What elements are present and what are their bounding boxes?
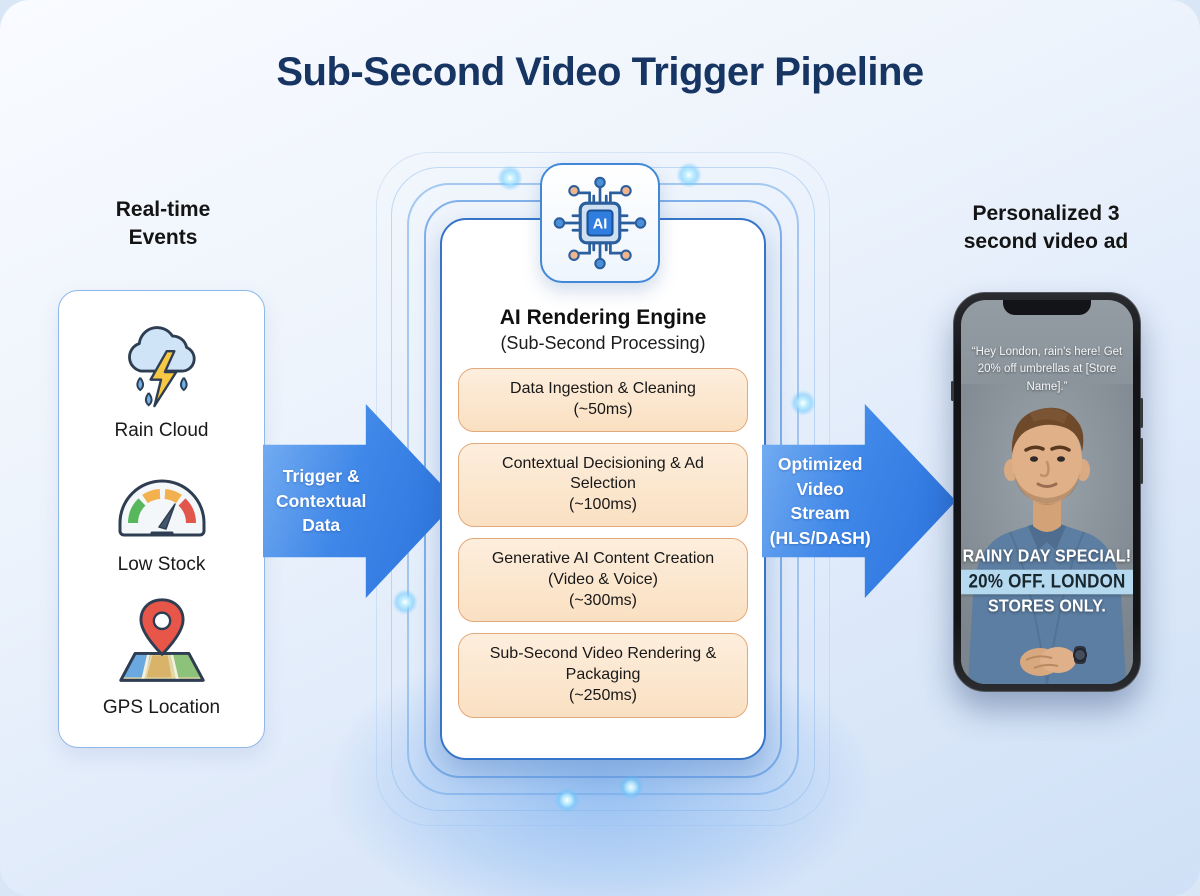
stage-latency: (~100ms) [568, 496, 638, 514]
ai-chip-icon: AI [540, 163, 660, 283]
video-stream-arrow-label: Optimized Video Stream (HLS/DASH) [769, 454, 871, 548]
engine-subtitle: (Sub-Second Processing) [500, 333, 706, 353]
sparkle-dot [392, 589, 418, 615]
banner-line-3: STORES ONLY. [988, 596, 1106, 616]
stage-latency: (~300ms) [568, 591, 638, 609]
phone-side-button [951, 381, 954, 401]
spokesperson-image [961, 384, 1133, 684]
event-rain-cloud: Rain Cloud [114, 319, 210, 442]
event-low-stock: Low Stock [112, 461, 212, 576]
rain-cloud-icon [114, 319, 210, 414]
ad-quote-text: “Hey London, rain's here! Get 20% off um… [971, 346, 1123, 393]
event-label: GPS Location [102, 696, 221, 718]
personalized-ad-heading: Personalized 3 second video ad [963, 202, 1129, 254]
video-stream-arrow: Optimized Video Stream (HLS/DASH) [762, 404, 956, 598]
sparkle-dot [554, 787, 580, 813]
event-label: Low Stock [117, 553, 206, 575]
phone-screen: “Hey London, rain's here! Get 20% off um… [961, 300, 1133, 684]
trigger-data-arrow-label: Trigger & Contextual Data [275, 466, 367, 536]
sparkle-dot [676, 162, 702, 188]
phone-side-button [1140, 398, 1143, 428]
stage-latency: (~250ms) [568, 686, 638, 704]
phone-mockup: “Hey London, rain's here! Get 20% off um… [951, 292, 1143, 692]
engine-stages: Data Ingestion & Cleaning (~50ms) Contex… [458, 368, 748, 718]
trigger-data-arrow: Trigger & Contextual Data [263, 404, 457, 598]
event-gps-location: GPS Location [103, 594, 220, 719]
event-label: Rain Cloud [114, 420, 209, 442]
realtime-events-heading: Real-time Events [115, 198, 211, 250]
phone-side-button [1140, 438, 1143, 484]
map-pin-icon [114, 594, 210, 691]
sparkle-dot [618, 774, 644, 800]
stage-contextual-decisioning: Contextual Decisioning & Ad Selection (~… [458, 442, 748, 527]
realtime-events-panel: Rain Cloud Low Stock [58, 290, 265, 748]
chip-ai-text: AI [593, 217, 608, 233]
stage-data-ingestion: Data Ingestion & Cleaning (~50ms) [458, 368, 748, 432]
stage-latency: (~50ms) [573, 400, 633, 418]
page-title: Sub-Second Video Trigger Pipeline [276, 50, 924, 94]
engine-title: AI Rendering Engine [499, 306, 707, 329]
ai-rendering-engine-card: AI Rendering Engine (Sub-Second Processi… [440, 218, 766, 760]
stage-generative-content: Generative AI Content Creation (Video & … [458, 537, 748, 623]
stage-video-rendering: Sub-Second Video Rendering & Packaging (… [458, 633, 748, 718]
ad-banners: RAINY DAY SPECIAL! 20% OFF. LONDON STORE… [961, 546, 1133, 616]
phone-notch [1003, 300, 1091, 315]
gauge-icon [112, 461, 212, 548]
banner-line-1: RAINY DAY SPECIAL! [962, 546, 1132, 566]
sparkle-dot [790, 390, 816, 416]
banner-line-2: 20% OFF. LONDON [961, 569, 1133, 595]
sparkle-dot [497, 165, 523, 191]
